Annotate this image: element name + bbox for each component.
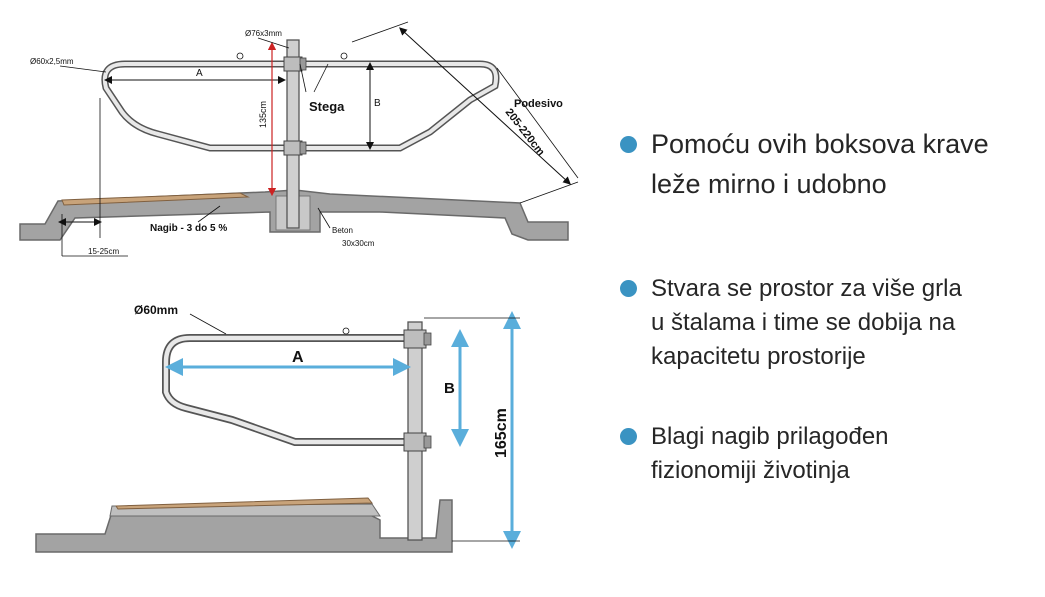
bottom-clamp-upper <box>403 329 427 349</box>
bullet-dot-icon <box>620 136 637 153</box>
bottom-pipe-label: Ø60mm <box>134 303 178 317</box>
top-dim-a-label: A <box>196 68 203 79</box>
top-height-label: 135cm <box>258 101 268 128</box>
bullet-dot-icon <box>620 428 637 445</box>
bullet-item: Blagi nagib prilagođen fizionomiji život… <box>620 420 889 488</box>
top-pipe-label: Ø60x2,5mm <box>30 57 74 66</box>
top-post-label: Ø76x3mm <box>245 29 282 38</box>
bottom-diagram: Ø60mm A B 165cm <box>35 303 521 553</box>
bottom-bed-board <box>115 497 374 510</box>
bullet-text: Blagi nagib prilagođen fizionomiji život… <box>651 423 889 484</box>
top-diagram: Ø60x2,5mm Ø76x3mm A B 135cm Stega Podesi… <box>19 21 579 257</box>
bottom-dim-a-label: A <box>292 349 304 366</box>
top-clamp-lower <box>283 140 303 156</box>
bottom-height-label: 165cm <box>493 408 510 458</box>
top-adjustable-label: Podesivo <box>514 98 563 110</box>
top-concrete-label: Beton <box>332 226 353 235</box>
top-clamp-upper <box>283 56 303 72</box>
top-length-label: 205-220cm <box>503 106 547 158</box>
bullet-text: Pomoću ovih boksova krave leže mirno i u… <box>651 129 989 199</box>
bottom-clamp-lower <box>403 432 427 452</box>
top-dim-length-line <box>399 27 571 185</box>
bottom-dim-b-label: B <box>444 380 455 397</box>
top-clamp-label: Stega <box>309 99 345 114</box>
top-slope-label: Nagib - 3 do 5 % <box>150 223 227 234</box>
top-dim-b-label: B <box>374 98 381 109</box>
bottom-rail <box>162 334 419 446</box>
top-post <box>286 39 300 229</box>
bullet-dot-icon <box>620 280 637 297</box>
top-curb-label: 15-25cm <box>88 247 119 256</box>
top-concrete-size: 30x30cm <box>342 239 375 248</box>
bullet-item: Pomoću ovih boksova krave leže mirno i u… <box>620 124 989 204</box>
bottom-post <box>407 321 423 541</box>
bullet-item: Stvara se prostor za više grla u štalama… <box>620 272 962 374</box>
bullet-text: Stvara se prostor za više grla u štalama… <box>651 275 962 370</box>
top-bed-board <box>61 192 250 206</box>
